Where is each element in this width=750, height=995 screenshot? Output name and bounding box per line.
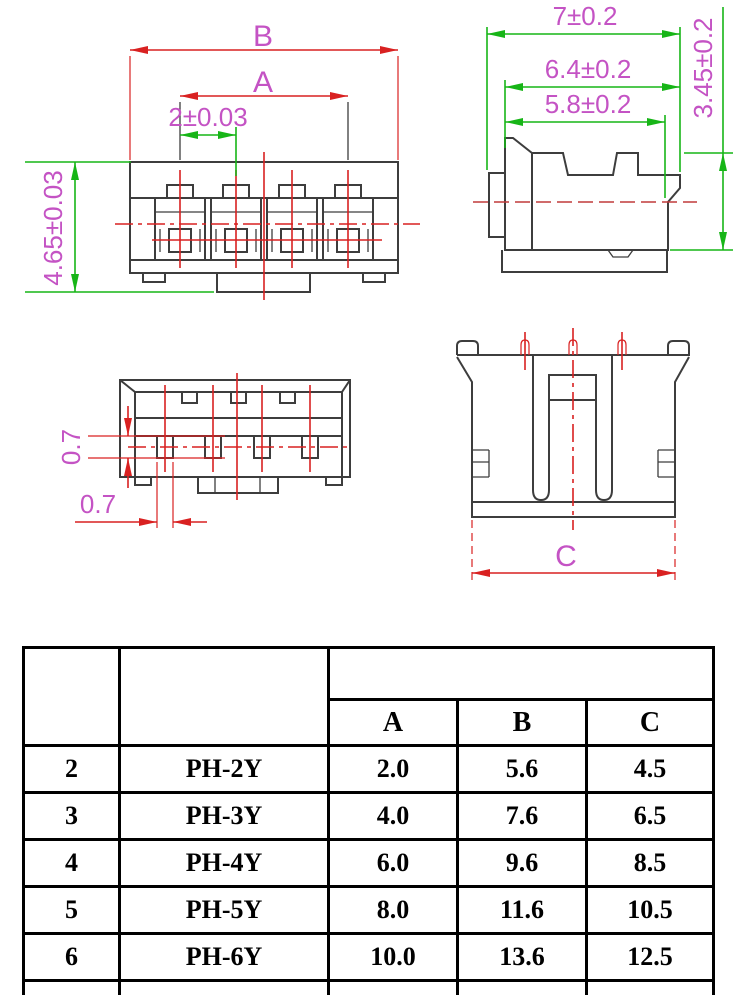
section-left-ear: [456, 340, 479, 355]
spec-table-container: A B C 2 PH-2Y 2.0 5.6 4.5 3 PH-3Y 4.0 7.…: [22, 646, 715, 995]
front-view: B A 2±0.03 4.65±0.03: [25, 20, 420, 300]
side-body-outline: [488, 137, 681, 251]
cell-c: 8.5: [585, 838, 715, 888]
col-header-b: B: [456, 698, 588, 747]
cell-pins: 6: [22, 932, 121, 982]
table-row: 3 PH-3Y 4.0 7.6 6.5: [22, 791, 715, 841]
side-view: 7±0.2 6.4±0.2 5.8±0.2 3.45±0.2: [473, 1, 733, 273]
spec-table: A B C 2 PH-2Y 2.0 5.6 4.5 3 PH-3Y 4.0 7.…: [22, 646, 715, 995]
cell-a: 6.0: [327, 838, 459, 888]
side-base-plate: [501, 250, 668, 273]
dim-label-side-mid: 6.4±0.2: [545, 54, 632, 84]
dim-label-pitch: 2±0.03: [168, 102, 247, 132]
section-slot-left: [532, 355, 550, 502]
cell-pins: 2: [22, 744, 121, 794]
dim-label-front-height: 4.65±0.03: [38, 170, 68, 285]
cell-c: 6.5: [585, 791, 715, 841]
col-header-a: A: [327, 698, 459, 747]
table-row: 2 PH-2Y 2.0 5.6 4.5: [22, 744, 715, 794]
dim-label-gap: 0.7: [80, 489, 116, 519]
header-model-blank: [118, 646, 330, 747]
section-latch-ribs: [472, 449, 675, 478]
bottom-body-outline: [119, 379, 351, 478]
table-row: 5 PH-5Y 8.0 11.6 10.5: [22, 885, 715, 935]
cell-c: 4.5: [585, 744, 715, 794]
section-right-ear: [667, 340, 690, 355]
cell-c: 10.5: [585, 885, 715, 935]
section-pins: [520, 328, 627, 530]
col-header-c: C: [585, 698, 715, 747]
dim-label-a: A: [253, 66, 273, 99]
dim-label-c: C: [555, 540, 577, 573]
section-slot-right: [595, 355, 613, 502]
cell-b: 9.6: [456, 838, 588, 888]
dim-label-wall: 0.7: [56, 429, 86, 465]
cell-model: PH-4Y: [118, 838, 330, 888]
dim-label-side-inner: 5.8±0.2: [545, 89, 632, 119]
cell-pins: 4: [22, 838, 121, 888]
cell-model: PH-2Y: [118, 744, 330, 794]
front-right-foot: [362, 272, 386, 283]
cell-pins: 3: [22, 791, 121, 841]
cell-a: 4.0: [327, 791, 459, 841]
cell-model: PH-5Y: [118, 885, 330, 935]
table-row: 6 PH-6Y 10.0 13.6 12.5: [22, 932, 715, 982]
cell-a: 2.0: [327, 744, 459, 794]
front-left-foot: [142, 272, 166, 283]
cell-b: 13.6: [456, 932, 588, 982]
header-pins-blank: [22, 646, 121, 747]
section-view: C: [456, 328, 690, 585]
front-centerlines: [115, 152, 420, 300]
section-base: [471, 502, 676, 518]
cell-a: 8.0: [327, 885, 459, 935]
section-right-wall: [674, 356, 690, 502]
dim-label-side-overall: 7±0.2: [553, 1, 618, 31]
bottom-boss: [197, 477, 279, 494]
cell-b: 7.6: [456, 791, 588, 841]
header-dims-blank: [327, 646, 715, 701]
cell-b: 5.6: [456, 744, 588, 794]
cell-b: 11.6: [456, 885, 588, 935]
section-left-wall: [456, 356, 473, 502]
cell-a: 10.0: [327, 932, 459, 982]
cell-model: PH-3Y: [118, 791, 330, 841]
dim-label-b: B: [253, 20, 273, 53]
table-row-clipped: [22, 979, 715, 995]
cell-c: 12.5: [585, 932, 715, 982]
table-row: 4 PH-4Y 6.0 9.6 8.5: [22, 838, 715, 888]
cell-model: PH-6Y: [118, 932, 330, 982]
technical-drawing: B A 2±0.03 4.65±0.03 7±0.2 6.4±0.2: [25, 1, 733, 585]
bottom-view: 0.7 0.7: [56, 373, 351, 528]
dim-label-side-height: 3.45±0.2: [688, 17, 718, 118]
cell-pins: 5: [22, 885, 121, 935]
